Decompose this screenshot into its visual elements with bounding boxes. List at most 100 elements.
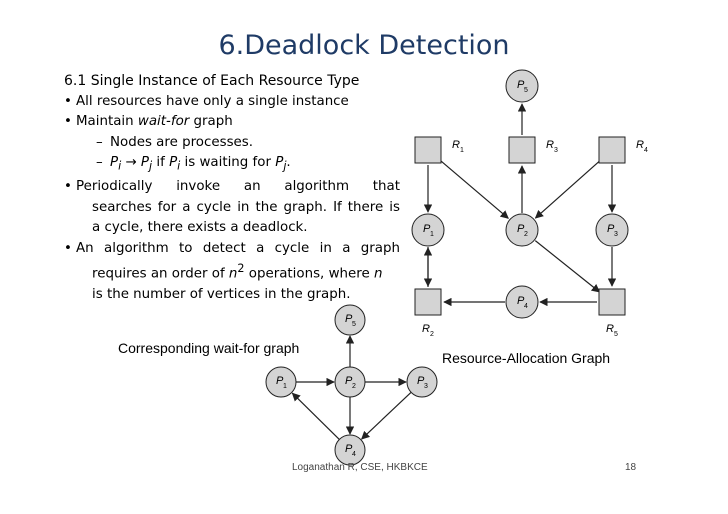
bullet-periodic-line2: searches for a cycle in the graph. If th… [92, 199, 400, 215]
subbullet-text: if [152, 155, 170, 170]
resource-node-subscript: 3 [554, 147, 558, 154]
bullet-dot: • [64, 240, 72, 256]
process-node-label: P [276, 375, 284, 387]
process-node-circle [411, 213, 445, 247]
variable-n: n [228, 266, 238, 282]
process-node-label: P [607, 223, 615, 235]
process-node-subscript: 5 [524, 87, 528, 94]
process-node-circle [505, 285, 539, 319]
bullet-italic-text: wait-for [137, 114, 190, 129]
bullet-text: Periodically invoke an algorithm that [76, 179, 400, 195]
process-node-subscript: 1 [283, 383, 287, 390]
resource-node-box [508, 136, 536, 164]
dash-marker: – [96, 134, 103, 150]
bullet-text: operations, where [244, 266, 374, 282]
resource-node-subscript: 1 [460, 147, 464, 154]
section-subtitle: 6.1 Single Instance of Each Resource Typ… [64, 73, 360, 89]
bullet-single-instance: •All resources have only a single instan… [64, 92, 400, 113]
process-node-subscript: 5 [352, 321, 356, 328]
resource-node-box [598, 288, 626, 316]
resource-node-label: R [452, 139, 460, 151]
bullet-text: An algorithm to detect a cycle in a grap… [76, 240, 400, 256]
subbullet-nodes: –Nodes are processes. [64, 133, 400, 154]
rag-edge-P2-R5 [534, 240, 601, 293]
resource-node-box [598, 136, 626, 164]
resource-node-label: R [636, 139, 644, 151]
bullet-algorithm-line3: is the number of vertices in the graph. [92, 287, 351, 303]
wait-for-edges [291, 335, 412, 440]
resource-node-box [414, 136, 442, 164]
process-node-circle [505, 213, 539, 247]
process-symbol: P [275, 155, 284, 170]
resource-node-subscript: 5 [614, 331, 618, 338]
process-node-circle [505, 69, 539, 103]
rag-edge-R4-P2 [534, 159, 602, 219]
process-node-circle [265, 366, 297, 398]
process-node-circle [334, 434, 366, 466]
process-node-label: P [423, 223, 431, 235]
footer-author: Loganathan R, CSE, HKBKCE [292, 462, 428, 473]
wfg-edge-P3-P4 [361, 391, 412, 440]
process-node-subscript: 3 [614, 231, 618, 238]
process-node-label: P [417, 375, 425, 387]
subscript-j: j [149, 159, 153, 173]
bullet-maintain-waitfor: •Maintain wait-for graph [64, 112, 400, 133]
subscript-i: i [118, 159, 122, 173]
resource-graph-caption: Resource-Allocation Graph [442, 350, 611, 366]
bullet-algorithm-line2: requires an order of n2 operations, wher… [64, 259, 400, 285]
resource-node-label: R [606, 323, 614, 335]
resource-node-label: R [546, 139, 554, 151]
bullet-dot: • [64, 93, 72, 109]
subbullet-text: is waiting for [180, 155, 276, 170]
process-node-circle [406, 366, 438, 398]
variable-n: n [373, 266, 383, 282]
process-node-circle [334, 366, 366, 398]
resource-node-subscript: 2 [430, 331, 434, 338]
process-node-subscript: 2 [524, 231, 528, 238]
superscript-2: 2 [237, 262, 245, 276]
subbullet-edge-rule: –Pi → Pj if Pi is waiting for Pj. [96, 155, 291, 173]
bullet-algorithm-line1: •An algorithm to detect a cycle in a gra… [64, 239, 400, 260]
process-node-subscript: 2 [352, 383, 356, 390]
resource-node-subscript: 4 [644, 147, 648, 154]
bullet-periodic-line1: •Periodically invoke an algorithm that [64, 177, 400, 198]
process-node-label: P [517, 79, 525, 91]
process-symbol: P [110, 155, 119, 170]
bullet-text: graph [189, 114, 233, 129]
process-node-subscript: 4 [352, 451, 356, 458]
resource-node-box [414, 288, 442, 316]
bullet-periodic-line3: a cycle, there exists a deadlock. [92, 220, 308, 236]
process-node-label: P [345, 313, 353, 325]
rag-edge-R1-P2 [439, 159, 509, 219]
slide-body-text: 6.1 Single Instance of Each Resource Typ… [64, 71, 400, 306]
slide-title: 6.Deadlock Detection [218, 30, 510, 61]
process-node-label: P [517, 223, 525, 235]
process-node-circle [334, 304, 366, 336]
bullet-dot: • [64, 114, 72, 129]
process-node-circle [595, 213, 629, 247]
process-symbol: P [140, 155, 149, 170]
process-node-subscript: 1 [430, 231, 434, 238]
process-node-label: P [345, 375, 353, 387]
process-symbol: P [169, 155, 178, 170]
page-number: 18 [625, 462, 637, 473]
resource-allocation-edges [423, 103, 617, 307]
bullet-text: All resources have only a single instanc… [76, 93, 349, 109]
